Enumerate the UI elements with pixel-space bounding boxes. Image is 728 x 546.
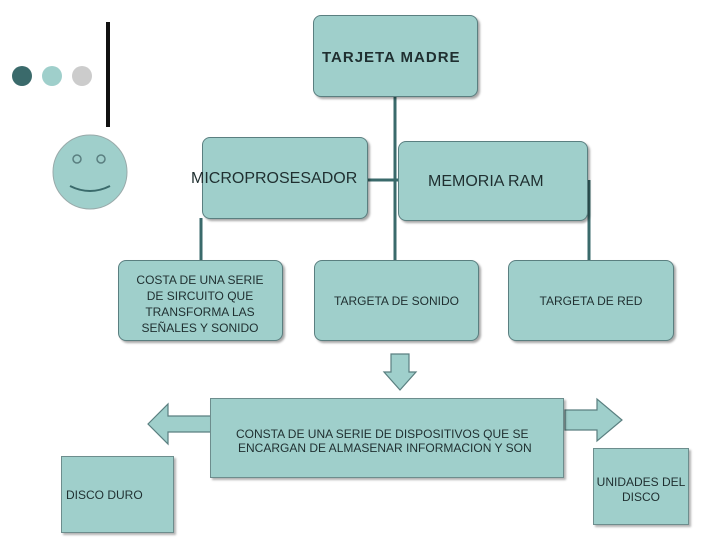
- storage-desc-line-1: CONSTA DE UNA SERIE DE DISPOSITIVOS QUE …: [236, 427, 529, 441]
- node-microprosesador: [202, 137, 368, 219]
- decor-dot-dark: [12, 66, 32, 86]
- node-targeta-red: [508, 260, 674, 341]
- node-targeta-red-label: TARGETA DE RED: [539, 294, 643, 308]
- node-unidades-disco-label: UNIDADES DEL DISCO: [593, 475, 689, 505]
- node-targeta-sonido-label: TARGETA DE SONIDO: [334, 294, 459, 308]
- arrow-left-icon: [147, 402, 213, 446]
- smiley-face-icon: [52, 134, 128, 210]
- node-tarjeta-madre-label: TARJETA MADRE: [322, 49, 461, 66]
- storage-desc-line-2: ENCARGAN DE ALMASENAR INFORMACION Y SON: [238, 441, 532, 455]
- node-micro-description-text: COSTA DE UNA SERIE DE SIRCUITO QUE TRANS…: [120, 272, 280, 336]
- node-unidades-disco: [593, 448, 689, 525]
- node-disco-duro-label: DISCO DURO: [66, 488, 143, 502]
- connector-lines: [199, 96, 591, 262]
- decor-vertical-bar: [106, 22, 110, 127]
- micro-desc-line-1: COSTA DE UNA SERIE: [136, 273, 264, 287]
- node-microprosesador-label: MICROPROSESADOR: [191, 170, 358, 187]
- decor-dot-mid: [42, 66, 62, 86]
- micro-desc-line-2: DE SIRCUITO QUE: [146, 289, 254, 303]
- node-targeta-sonido: [314, 260, 479, 341]
- arrow-right-icon: [564, 397, 623, 443]
- unidades-line-1: UNIDADES DEL: [596, 475, 686, 489]
- decor-dot-light: [72, 66, 92, 86]
- micro-desc-line-4: SEÑALES Y SONIDO: [141, 321, 259, 335]
- micro-desc-line-3: TRANSFORMA LAS: [145, 305, 255, 319]
- arrow-down-icon: [382, 353, 418, 391]
- node-memoria-ram-label: MEMORIA RAM: [428, 173, 544, 190]
- node-memoria-ram: [398, 141, 588, 221]
- node-micro-description: [118, 260, 283, 341]
- node-storage-description: [210, 398, 564, 478]
- unidades-line-2: DISCO: [621, 490, 660, 504]
- node-disco-duro: [61, 456, 174, 533]
- node-tarjeta-madre: [313, 15, 478, 97]
